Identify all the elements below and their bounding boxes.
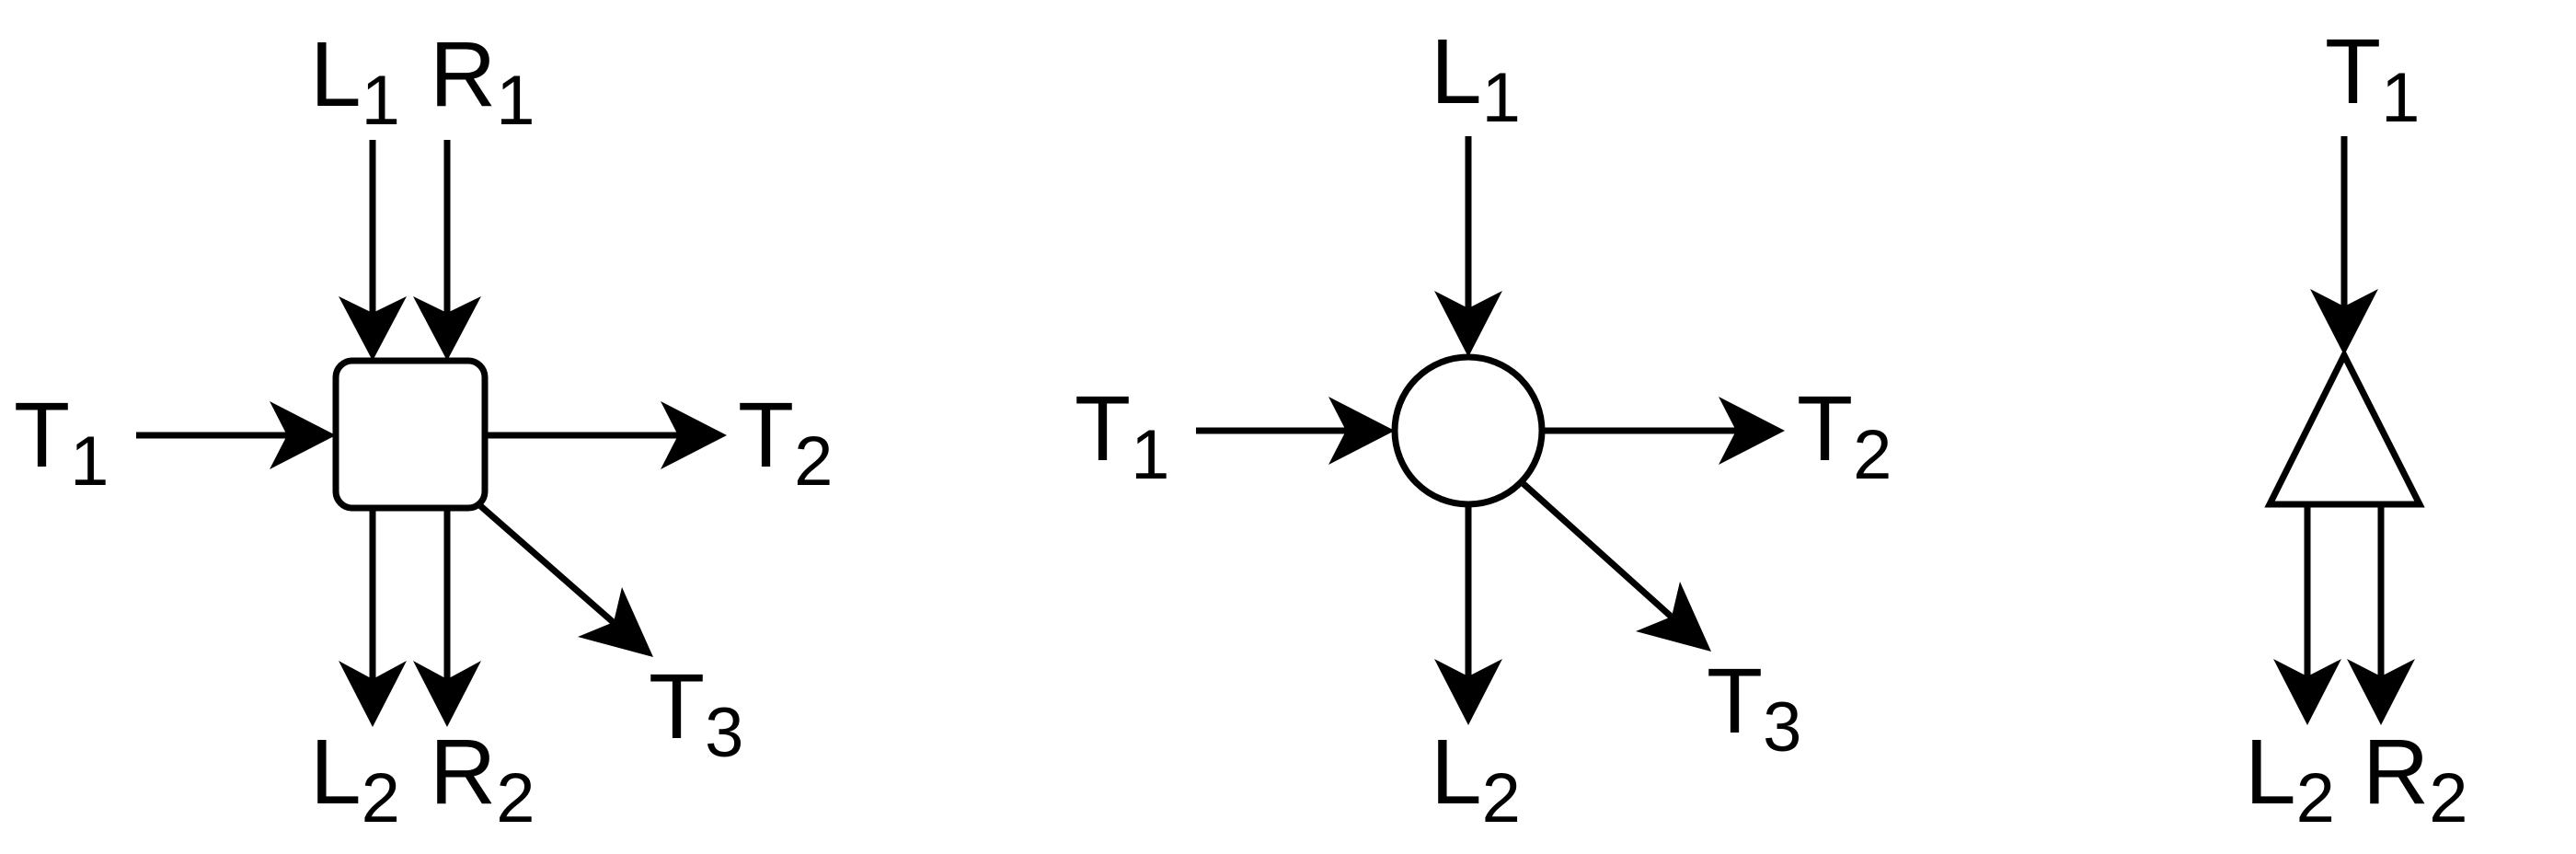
edge-output-T3 bbox=[1519, 479, 1711, 652]
edge-input-L1 bbox=[339, 140, 407, 361]
label-R2: R2 bbox=[2363, 721, 2468, 837]
label-T1: T1 bbox=[2325, 20, 2420, 137]
node-rounded-square[interactable] bbox=[332, 357, 489, 512]
label-L2: L2 bbox=[310, 721, 400, 837]
label-T3: T3 bbox=[649, 655, 743, 772]
edge-input-T1 bbox=[1196, 397, 1395, 465]
edge-output-L2 bbox=[1434, 504, 1502, 725]
edge-output-R2 bbox=[413, 508, 481, 727]
edge-input-T1 bbox=[136, 401, 336, 469]
diagram-rounded-square: L1 R1 T1 T2 T3 L2 R2 bbox=[14, 23, 833, 837]
diagram-circle: L1 T1 T2 T3 L2 bbox=[1075, 20, 1892, 837]
label-L1: L1 bbox=[1431, 20, 1521, 137]
label-T2: T2 bbox=[738, 384, 833, 501]
label-L2: L2 bbox=[2245, 721, 2335, 837]
node-triangle[interactable] bbox=[2264, 348, 2425, 508]
label-T1: T1 bbox=[1075, 377, 1169, 494]
label-R2: R2 bbox=[430, 721, 535, 837]
label-T2: T2 bbox=[1797, 377, 1892, 494]
edge-output-T3 bbox=[474, 500, 653, 657]
edge-output-T2 bbox=[1542, 397, 1785, 465]
edge-input-R1 bbox=[413, 140, 481, 361]
edge-output-R2 bbox=[2347, 504, 2415, 725]
diagram-triangle: T1 L2 R2 bbox=[2245, 20, 2468, 837]
label-L2: L2 bbox=[1431, 721, 1521, 837]
edge-output-L2 bbox=[2273, 504, 2341, 725]
label-L1: L1 bbox=[310, 23, 400, 140]
label-R1: R1 bbox=[430, 23, 535, 140]
edge-input-T1 bbox=[2310, 136, 2378, 355]
edge-input-L1 bbox=[1434, 136, 1502, 357]
edge-output-L2 bbox=[339, 508, 407, 727]
node-circle[interactable] bbox=[1391, 353, 1546, 508]
label-T3: T3 bbox=[1707, 650, 1801, 767]
edge-output-T2 bbox=[485, 401, 727, 469]
label-T1: T1 bbox=[14, 384, 109, 501]
